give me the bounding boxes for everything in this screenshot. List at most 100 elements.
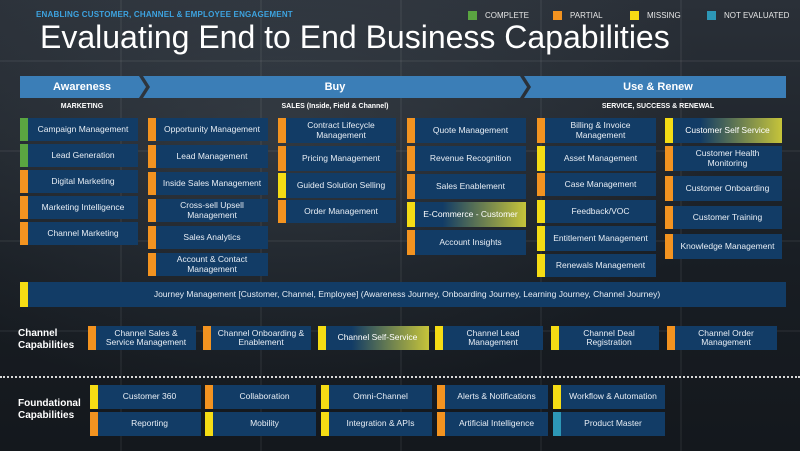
legend-label: NOT EVALUATED: [724, 11, 790, 20]
legend-complete: COMPLETE: [468, 11, 529, 20]
status-bar: [205, 412, 213, 436]
capability-label: Alerts & Notifications: [457, 391, 536, 402]
capability-knowledge-management: Knowledge Management: [665, 234, 782, 259]
legend-label: MISSING: [647, 11, 681, 20]
capability-label: Customer Self Service: [673, 118, 782, 143]
foundational-capabilities-label: Foundational Capabilities: [18, 398, 81, 421]
capability-label: Opportunity Management: [164, 123, 260, 134]
capability-label: Sales Analytics: [183, 231, 241, 242]
capability-customer-360: Customer 360: [90, 385, 201, 409]
capability-collaboration: Collaboration: [205, 385, 316, 409]
capability-label: Customer 360: [122, 391, 177, 402]
capability-label: Renewals Management: [555, 259, 646, 270]
capability-label: Channel Onboarding & Enablement: [217, 327, 305, 347]
capability-channel-order-management: Channel Order Management: [667, 326, 777, 350]
capability-label: Customer Onboarding: [685, 182, 770, 193]
capability-label: Quote Management: [432, 124, 509, 135]
status-bar: [88, 326, 96, 350]
section-divider: [0, 376, 800, 378]
capability-label: Sales Enablement: [436, 180, 505, 191]
capability-channel-onboarding: Channel Onboarding & Enablement: [203, 326, 311, 350]
status-bar: [20, 118, 28, 141]
capability-channel-lead-management: Channel Lead Management: [435, 326, 543, 350]
capability-renewals-management: Renewals Management: [537, 254, 656, 277]
status-bar: [665, 118, 673, 143]
status-bar: [537, 226, 545, 251]
capability-case-management: Case Management: [537, 173, 656, 196]
capability-label: Billing & Invoice Management: [570, 120, 631, 140]
capability-entitlement-management: Entitlement Management: [537, 226, 656, 251]
capability-channel-sales-service: Channel Sales & Service Management: [88, 326, 196, 350]
status-bar: [20, 196, 28, 219]
capability-label: Customer Health Monitoring: [695, 148, 760, 168]
status-bar: [148, 118, 156, 141]
phase-use-renew: Use & Renew: [623, 81, 693, 93]
legend-label: COMPLETE: [485, 11, 530, 20]
status-bar: [665, 234, 673, 259]
capability-label: Entitlement Management: [553, 232, 648, 243]
capability-label: Channel Self-Service: [326, 326, 429, 350]
status-bar: [278, 146, 286, 171]
phase-arrow-use-renew: [524, 76, 786, 98]
status-bar: [148, 172, 156, 195]
capability-product-master: Product Master: [553, 412, 665, 436]
status-bar: [407, 230, 415, 255]
status-bar: [437, 385, 445, 409]
status-bar: [537, 146, 545, 171]
capability-channel-self-service: Channel Self-Service: [318, 326, 429, 350]
status-bar: [407, 174, 415, 199]
capability-journey-management: Journey Management [Customer, Channel, E…: [20, 282, 786, 307]
capability-label: Inside Sales Management: [162, 177, 262, 188]
capability-quote-management: Quote Management: [407, 118, 526, 143]
capability-label: Channel Sales & Service Management: [105, 327, 187, 347]
section-marketing: MARKETING: [60, 103, 104, 110]
status-bar: [665, 146, 673, 171]
capability-opportunity-management: Opportunity Management: [148, 118, 268, 141]
capability-marketing-intelligence: Marketing Intelligence: [20, 196, 138, 219]
phase-buy: Buy: [324, 81, 346, 93]
capability-channel-marketing: Channel Marketing: [20, 222, 138, 245]
capability-label: Channel Marketing: [47, 227, 119, 238]
capability-order-management: Order Management: [278, 200, 396, 223]
phase-arrow-awareness: [20, 76, 146, 98]
capability-label: Omni-Channel: [353, 391, 408, 402]
capability-label: Workflow & Automation: [569, 391, 657, 402]
capability-omni-channel: Omni-Channel: [321, 385, 432, 409]
status-bar: [321, 385, 329, 409]
group-label-line: Capabilities: [18, 339, 75, 351]
capability-mobility: Mobility: [205, 412, 316, 436]
capability-digital-marketing: Digital Marketing: [20, 170, 138, 193]
phase-arrow-buy: [143, 76, 527, 98]
capability-account-contact-management: Account & Contact Management: [148, 253, 268, 276]
status-bar: [278, 173, 286, 198]
status-bar: [148, 253, 156, 276]
capability-label: Channel Order Management: [698, 327, 754, 347]
status-bar: [537, 254, 545, 277]
capability-customer-health-monitoring: Customer Health Monitoring: [665, 146, 782, 171]
capability-alerts-notifications: Alerts & Notifications: [437, 385, 548, 409]
capability-label: Digital Marketing: [51, 175, 115, 186]
status-bar: [665, 206, 673, 229]
status-bar: [203, 326, 211, 350]
legend-not-evaluated: NOT EVALUATED: [707, 11, 789, 20]
capability-label: Order Management: [304, 205, 378, 216]
legend-missing: MISSING: [630, 11, 681, 20]
status-bar: [90, 412, 98, 436]
capability-account-insights: Account Insights: [407, 230, 526, 255]
capability-lead-generation: Lead Generation: [20, 144, 138, 167]
capability-customer-training: Customer Training: [665, 206, 782, 229]
status-bar: [148, 226, 156, 249]
capability-label: Campaign Management: [37, 123, 129, 134]
capability-label: Guided Solution Selling: [296, 179, 386, 190]
channel-capabilities-label: Channel Capabilities: [18, 328, 74, 351]
status-bar: [553, 412, 561, 436]
capability-lead-management: Lead Management: [148, 145, 268, 168]
status-bar: [537, 173, 545, 196]
capability-label: Account Insights: [439, 236, 502, 247]
capability-reporting: Reporting: [90, 412, 201, 436]
status-bar: [551, 326, 559, 350]
legend-swatch: [553, 11, 562, 20]
capability-integration-apis: Integration & APIs: [321, 412, 432, 436]
status-bar: [20, 144, 28, 167]
legend-partial: PARTIAL: [553, 11, 603, 20]
